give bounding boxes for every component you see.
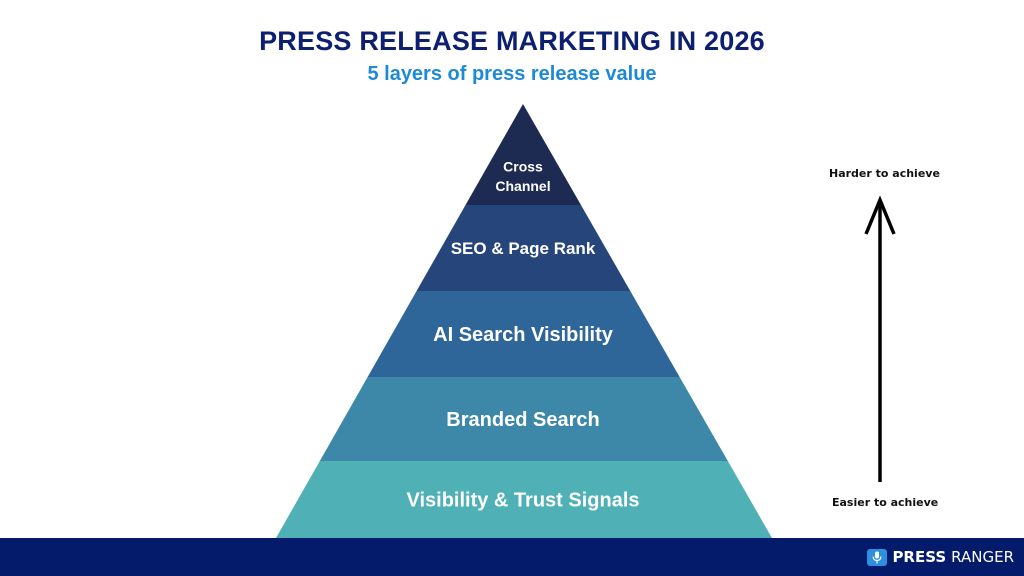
pyramid-layer-5 — [276, 461, 772, 538]
brand-name-bold: PRESS — [892, 548, 947, 566]
pyramid-layer-label-2: SEO & Page Rank — [451, 239, 596, 258]
difficulty-arrow — [864, 195, 896, 482]
page-title: PRESS RELEASE MARKETING IN 2026 — [259, 26, 765, 56]
difficulty-arrow-head — [864, 195, 896, 235]
pyramid-layer-3 — [367, 291, 680, 377]
page-subtitle: 5 layers of press release value — [367, 63, 657, 85]
pyramid-layer-1 — [465, 104, 581, 205]
pyramid-layer-label-5: Visibility & Trust Signals — [406, 490, 639, 512]
pyramid-layer-2 — [416, 205, 631, 291]
pyramid-layer-label-4: Branded Search — [446, 409, 599, 431]
brand-logo: PRESS RANGER — [867, 548, 1014, 566]
easier-label: Easier to achieve — [832, 496, 939, 509]
brand-name-regular: RANGER — [951, 548, 1014, 566]
pyramid-layer-label-3: AI Search Visibility — [433, 324, 614, 346]
harder-label: Harder to achieve — [829, 167, 940, 180]
microphone-icon — [867, 548, 888, 566]
footer-bar: PRESS RANGER — [0, 538, 1024, 576]
pyramid-layer-4 — [319, 377, 728, 461]
